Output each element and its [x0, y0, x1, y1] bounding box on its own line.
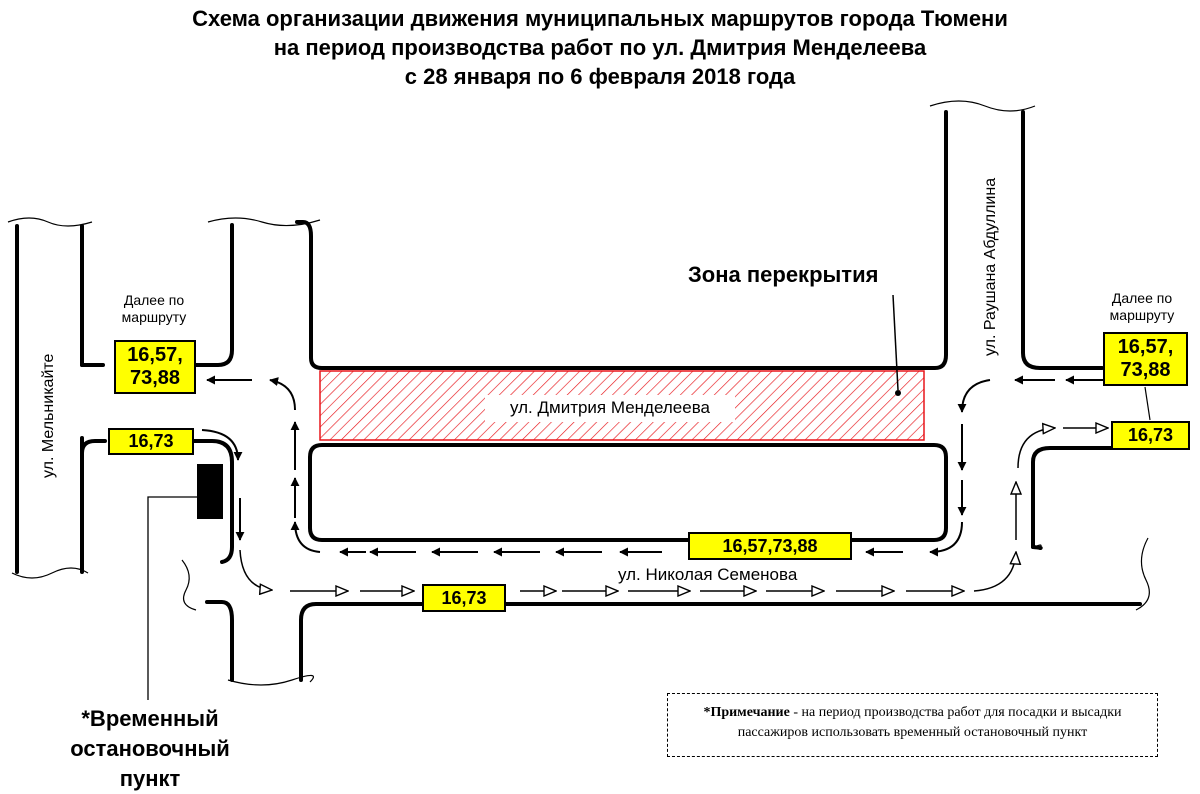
mendeleeva-label-bg: [485, 395, 735, 422]
route-badge-right-mid: 16,73: [1111, 421, 1190, 450]
road-outlines: [15, 110, 1142, 682]
title-line-1: Схема организации движения муниципальных…: [192, 6, 1008, 31]
route-badge-left-top-line-1: 16,57,: [127, 344, 183, 366]
further-right-line-1: Далее по: [1111, 290, 1173, 306]
note-box: *Примечание - на период производства раб…: [667, 693, 1158, 757]
temporary-stop-label-line-2: остановочный пункт: [70, 736, 230, 791]
route-badge-left-top-line-2: 73,88: [129, 367, 181, 389]
route-badge-center: 16,57,73,88: [688, 532, 852, 560]
road-breaks: [7, 100, 1150, 686]
further-label-right: Далее по маршруту: [1092, 290, 1192, 324]
route-badge-left-top: 16,57, 73,88: [114, 340, 196, 394]
temporary-stop-label: *Временный остановочный пункт: [50, 704, 250, 794]
route-badge-right-top-line-1: 16,57,: [1117, 336, 1174, 358]
route-badge-bottom-mid: 16,73: [422, 584, 506, 612]
note-text: - на период производства работ для посад…: [789, 705, 1122, 720]
page-title: Схема организации движения муниципальных…: [0, 4, 1200, 91]
note-line-2: пассажиров использовать временный остано…: [737, 725, 1088, 740]
right-badge-pointer: [1144, 386, 1151, 421]
street-label-abdullina: ул. Раушана Абдуллина: [982, 177, 999, 356]
further-left-line-2: маршруту: [121, 309, 187, 325]
further-left-line-1: Далее по: [123, 292, 185, 308]
road-scheme: [7, 100, 1151, 700]
temporary-stop: [197, 464, 223, 519]
street-label-melnikaite: ул. Мельникайте: [40, 353, 57, 478]
title-line-3: с 28 января по 6 февраля 2018 года: [404, 64, 796, 89]
route-badge-right-top-line-2: 73,88: [1120, 359, 1171, 381]
closure-pointer: [892, 294, 899, 391]
route-arrows-solid: [201, 375, 1103, 557]
further-label-left: Далее по маршруту: [104, 292, 204, 326]
closure-zone-label: Зона перекрытия: [688, 262, 879, 287]
temporary-stop-label-line-1: *Временный: [81, 706, 219, 731]
street-label-mendeleeva: ул. Дмитрия Менделеева: [510, 398, 710, 417]
street-label-semenova: ул. Николая Семенова: [618, 565, 798, 584]
title-line-2: на период производства работ по ул. Дмит…: [273, 35, 927, 60]
closure-pointer-dot: [895, 390, 901, 396]
route-badge-right-top: 16,57, 73,88: [1103, 332, 1188, 386]
route-badge-left-mid: 16,73: [108, 428, 194, 455]
temporary-stop-pointer: [147, 496, 197, 700]
note-line-1: *Примечание - на период производства раб…: [668, 703, 1157, 723]
note-bold: *Примечание: [703, 705, 790, 720]
route-arrows-open: [239, 428, 1108, 591]
further-right-line-2: маршруту: [1109, 307, 1175, 323]
